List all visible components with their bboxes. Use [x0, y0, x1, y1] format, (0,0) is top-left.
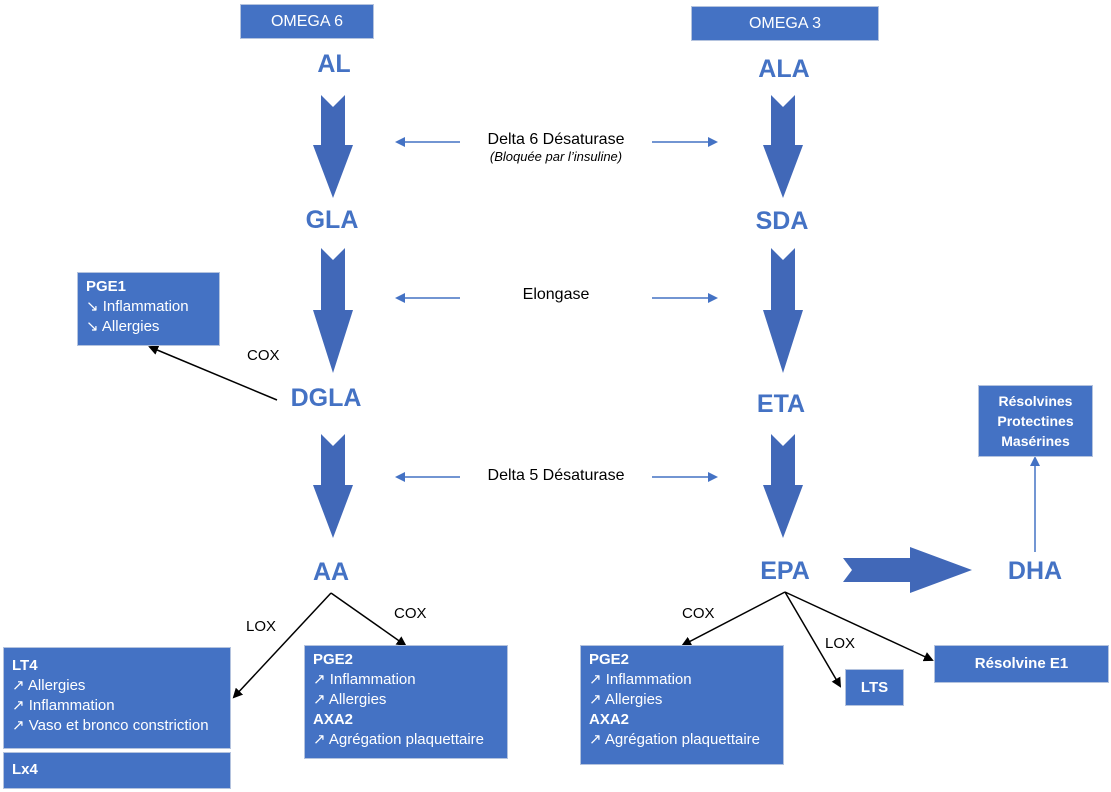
down-arrow-ala-sda — [763, 95, 803, 198]
enzyme-elongase: Elongase — [446, 286, 666, 304]
box-line: ↗ Vaso et bronco constriction — [12, 717, 209, 734]
down-arrow-eta-epa — [763, 434, 803, 538]
cox-arrow-dgla-pge1 — [148, 345, 278, 401]
box-title: Lx4 — [12, 761, 38, 778]
box-line: Masérines — [1001, 433, 1070, 449]
box-title: PGE2 — [313, 651, 354, 668]
enzyme-note: (Bloquée par l’insuline) — [489, 149, 623, 164]
lx4-box: Lx4 — [3, 752, 231, 789]
enzyme-delta5: Delta 5 Désaturase — [446, 467, 666, 485]
node-dha: DHA — [1007, 557, 1063, 585]
box-line: ↗ Agrégation plaquettaire — [313, 731, 485, 748]
box-title: PGE1 — [86, 278, 127, 295]
down-arrow-al-gla — [313, 95, 353, 198]
box-title: LT4 — [12, 657, 38, 674]
lox-arrow-epa-lts — [784, 591, 842, 688]
node-al: AL — [317, 50, 351, 78]
enzyme-delta6: Delta 6 Désaturase (Bloquée par l’insuli… — [446, 131, 666, 164]
cox-label: COX — [394, 605, 427, 622]
enzyme-name: Delta 6 Désaturase — [487, 131, 625, 148]
lox-label: LOX — [825, 635, 856, 652]
node-aa: AA — [312, 558, 350, 586]
box-title: Résolvine E1 — [974, 655, 1069, 672]
box-line: Protectines — [997, 413, 1074, 429]
resolvine-e1-box: Résolvine E1 — [934, 645, 1109, 683]
box-line: ↗ Inflammation — [12, 697, 115, 714]
cox-label: COX — [682, 605, 715, 622]
lt4-box: LT4 ↗ Allergies ↗ Inflammation ↗ Vaso et… — [3, 647, 231, 749]
box-title: AXA2 — [589, 711, 630, 728]
down-arrow-sda-eta — [763, 248, 803, 373]
box-line: ↗ Allergies — [589, 691, 663, 708]
node-ala: ALA — [758, 55, 810, 83]
box-line: ↗ Inflammation — [313, 671, 416, 688]
node-dgla: DGLA — [290, 384, 362, 412]
down-arrow-gla-dgla — [313, 248, 353, 373]
cox-arrow-epa-pge2 — [681, 591, 786, 646]
arrow-epa-resolvine — [784, 591, 934, 662]
box-line: ↗ Agrégation plaquettaire — [589, 731, 761, 748]
lox-arrow-aa-lt4 — [232, 592, 332, 699]
node-sda: SDA — [755, 207, 809, 235]
box-line: ↗ Allergies — [313, 691, 387, 708]
omega3-header: OMEGA 3 — [691, 6, 879, 41]
enzyme-name: Elongase — [522, 286, 590, 303]
box-title: PGE2 — [589, 651, 630, 668]
box-title: LTS — [860, 679, 889, 696]
lox-label: LOX — [246, 618, 277, 635]
node-epa: EPA — [760, 557, 810, 585]
enzyme-name: Delta 5 Désaturase — [487, 467, 625, 484]
omega6-header: OMEGA 6 — [240, 4, 374, 39]
node-eta: ETA — [756, 390, 806, 418]
lts-box: LTS — [845, 669, 904, 706]
pge2-omega3-box: PGE2 ↗ Inflammation ↗ Allergies AXA2 ↗ A… — [580, 645, 784, 765]
node-gla: GLA — [305, 206, 359, 234]
box-line: ↘ Inflammation — [86, 298, 189, 315]
cox-arrow-aa-pge2 — [330, 592, 407, 647]
box-title: AXA2 — [313, 711, 354, 728]
down-arrow-dgla-aa — [313, 434, 353, 538]
box-line: ↘ Allergies — [86, 318, 160, 335]
box-line: ↗ Allergies — [12, 677, 86, 694]
dha-products-box: Résolvines Protectines Masérines — [978, 385, 1093, 457]
pge1-box: PGE1 ↘ Inflammation ↘ Allergies — [77, 272, 220, 346]
cox-label: COX — [247, 347, 280, 364]
box-line: ↗ Inflammation — [589, 671, 692, 688]
pge2-omega6-box: PGE2 ↗ Inflammation ↗ Allergies AXA2 ↗ A… — [304, 645, 508, 759]
box-line: Résolvines — [998, 393, 1073, 409]
right-arrow-epa-dha — [843, 547, 972, 593]
